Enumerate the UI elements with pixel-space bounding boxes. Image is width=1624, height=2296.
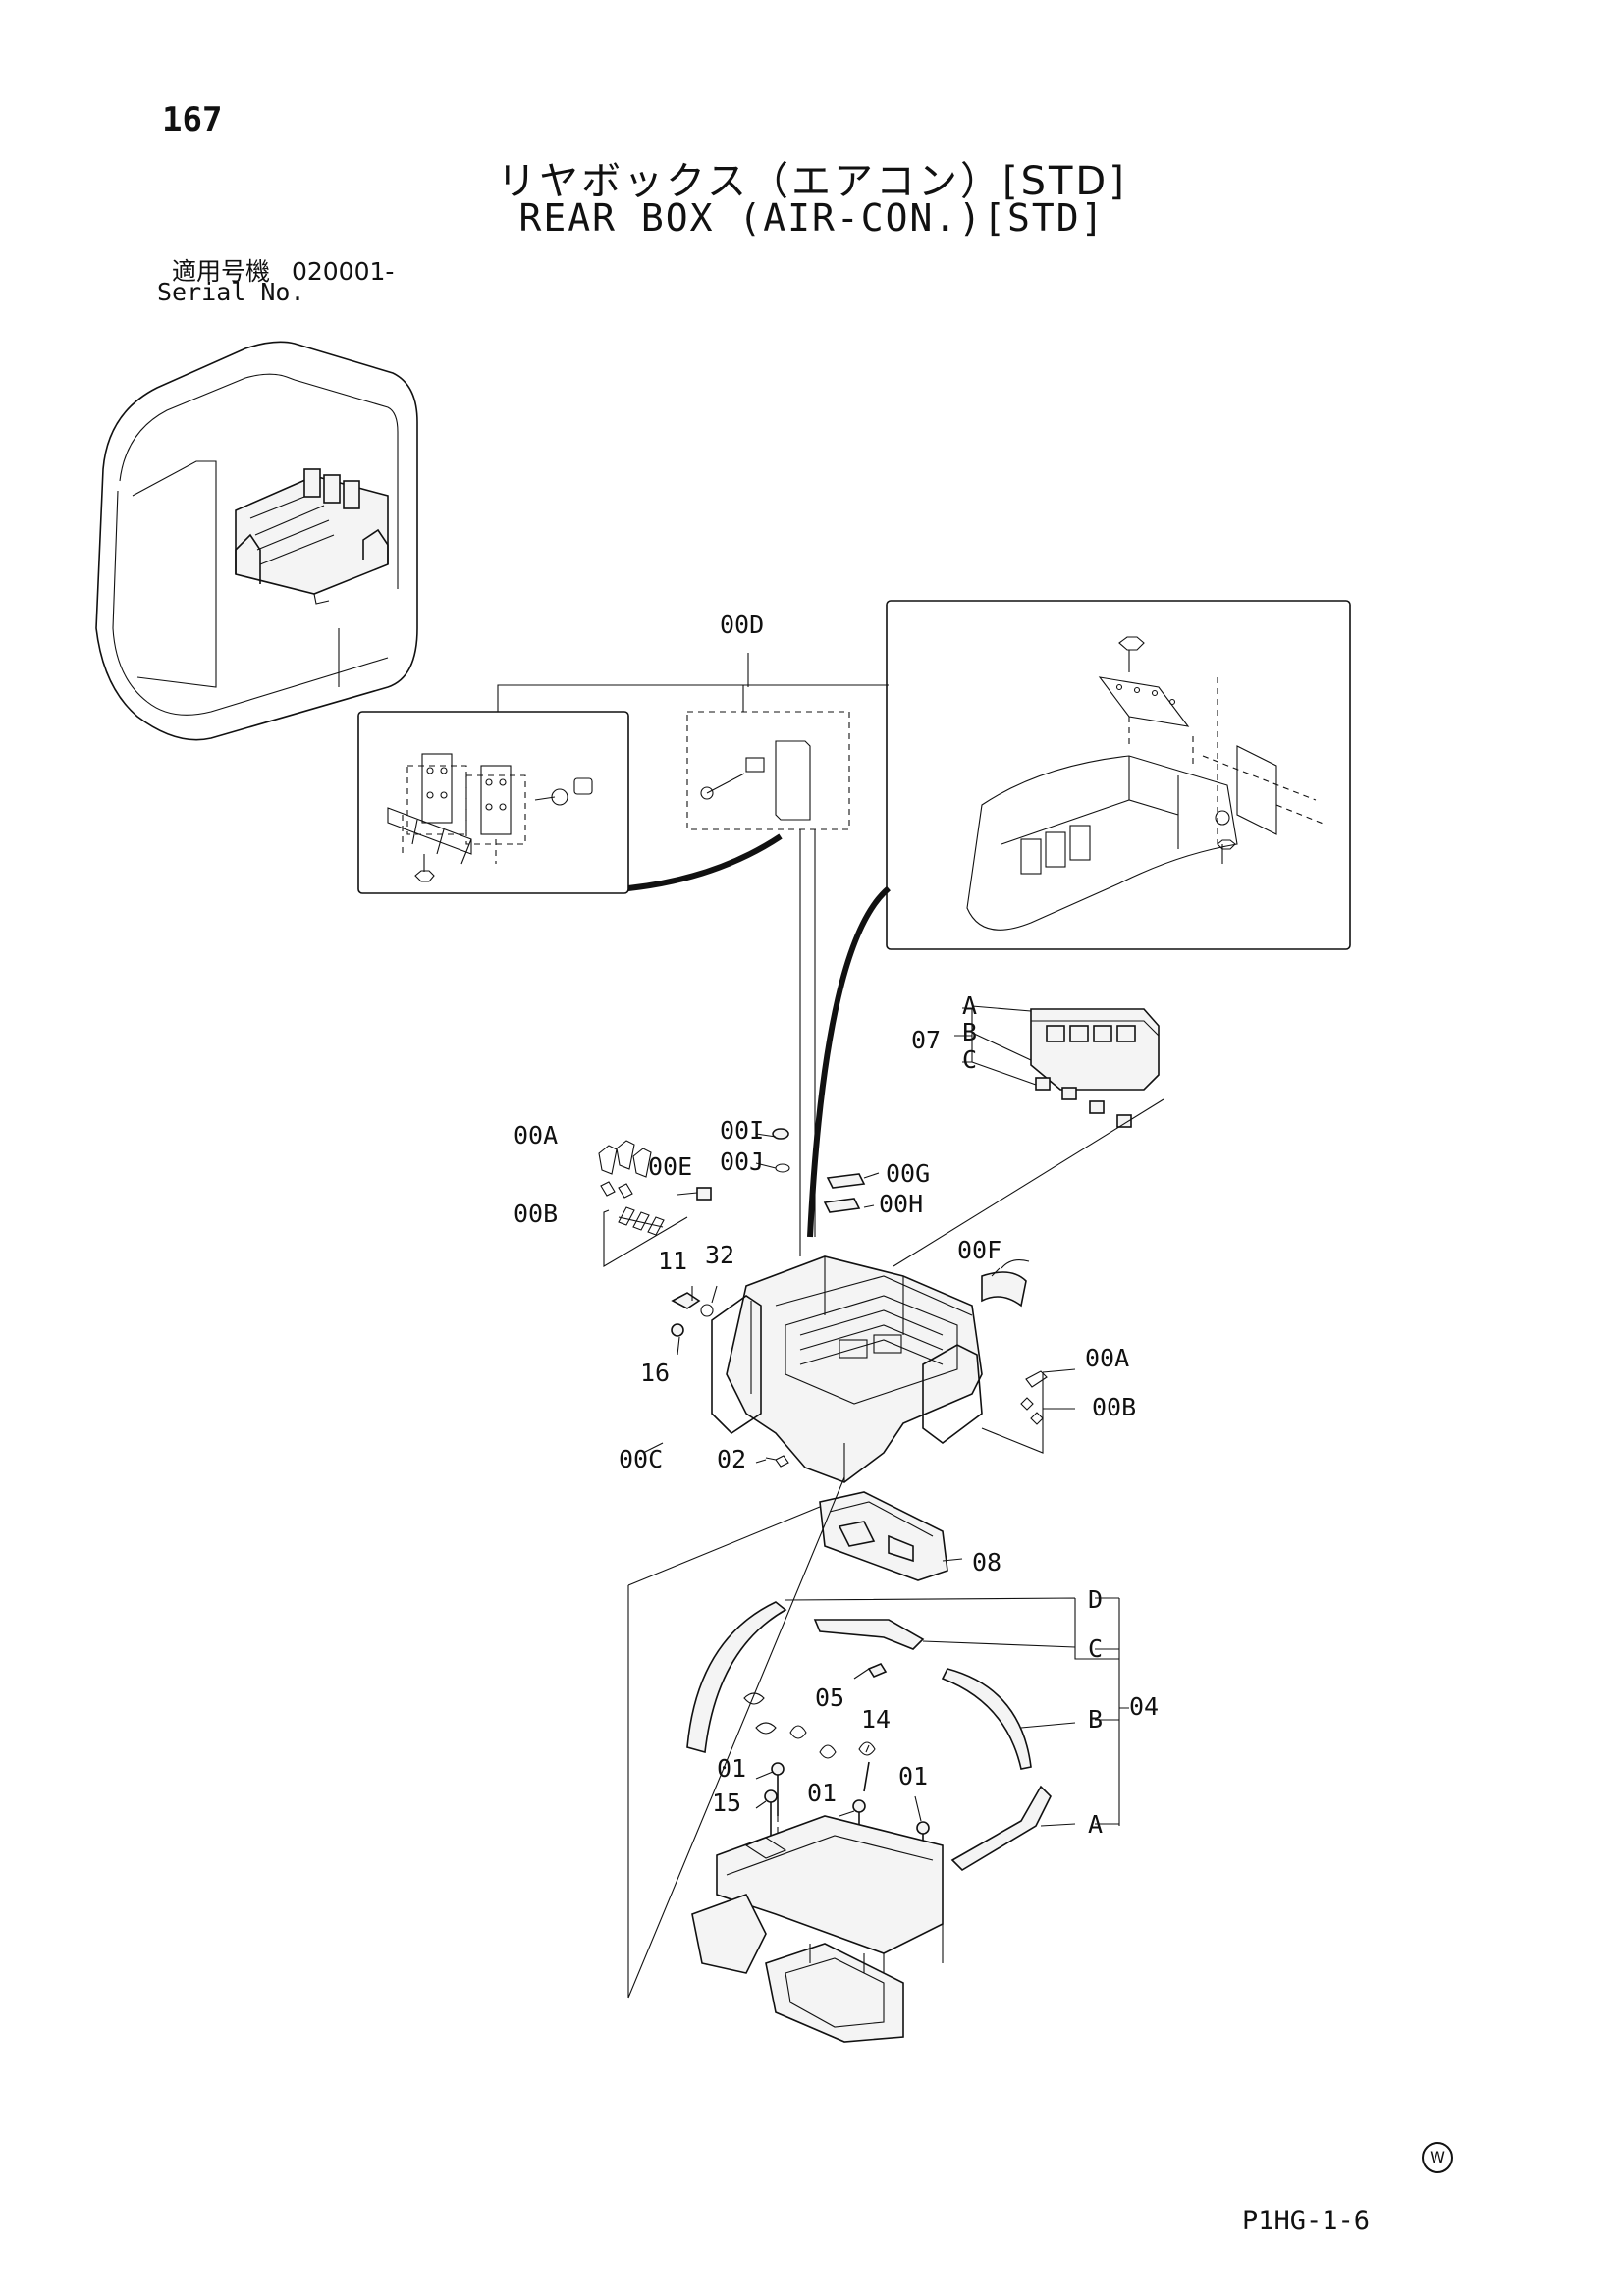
callout-04-C: C: [1088, 1634, 1103, 1663]
callout-00H: 00H: [879, 1190, 923, 1218]
callout-00B-right: 00B: [1092, 1393, 1136, 1421]
serial-label-japanese: 適用号機: [172, 257, 271, 286]
circled-w-mark: W: [1422, 2142, 1453, 2173]
callout-02: 02: [717, 1445, 746, 1473]
rear-box-main-body: [711, 1255, 983, 1483]
serial-value: 020001-: [291, 257, 395, 286]
callout-04-D: D: [1088, 1585, 1103, 1614]
callout-00D: 00D: [720, 611, 764, 639]
cab-overview-illustration: [95, 341, 418, 741]
serial-row-japanese: 適用号機 020001-: [172, 252, 394, 288]
callout-leaders: [603, 653, 1129, 1999]
part-08-bracket: [819, 1491, 948, 1581]
callout-14: 14: [861, 1705, 891, 1734]
callout-32: 32: [705, 1241, 734, 1269]
callout-04-B: B: [1088, 1705, 1103, 1734]
callout-16: 16: [640, 1359, 670, 1387]
detail-box-left: [357, 711, 629, 894]
callout-00I: 00I: [720, 1116, 764, 1145]
callout-00G: 00G: [886, 1159, 930, 1188]
title-english: REAR BOX (AIR-CON.)[STD]: [518, 196, 1106, 240]
callout-04: 04: [1129, 1692, 1159, 1721]
callout-07-A: A: [962, 991, 977, 1020]
callout-01-c: 01: [898, 1762, 928, 1790]
page-number: 167: [162, 100, 223, 139]
callout-08: 08: [972, 1548, 1001, 1576]
detail-box-right: [886, 600, 1351, 950]
callout-07-C: C: [962, 1045, 977, 1074]
part-07-switch-panel: [893, 1005, 1164, 1267]
floor-frame-structure: [691, 1815, 944, 2043]
callout-00A-right: 00A: [1085, 1344, 1129, 1372]
callout-04-A: A: [1088, 1810, 1103, 1839]
callout-00B-left: 00B: [514, 1200, 558, 1228]
callout-00C: 00C: [619, 1445, 663, 1473]
callout-11: 11: [658, 1247, 687, 1275]
callout-00E: 00E: [648, 1152, 692, 1181]
callout-00F: 00F: [957, 1236, 1001, 1264]
callout-01-b: 01: [807, 1779, 837, 1807]
serial-label-english: Serial No.: [157, 278, 305, 306]
small-parts: [598, 1128, 1048, 1468]
callout-00A-left: 00A: [514, 1121, 558, 1149]
callout-labels: 00D 07 A B C 00A 00B 00E 00I 00J 00G 00H…: [514, 611, 1159, 1839]
callout-07: 07: [911, 1026, 941, 1054]
detail-box-center: [686, 711, 850, 830]
callout-01-a: 01: [717, 1754, 746, 1783]
part-04-trim-set: [686, 1601, 1052, 1872]
callout-05: 05: [815, 1683, 844, 1712]
title-japanese: リヤボックス（エアコン）[STD]: [497, 159, 1127, 204]
callout-15: 15: [712, 1789, 741, 1817]
callout-07-B: B: [962, 1018, 977, 1046]
callout-00J: 00J: [720, 1148, 764, 1176]
footer-code: P1HG-1-6: [1242, 2206, 1371, 2236]
leader-lines: [497, 684, 891, 1256]
